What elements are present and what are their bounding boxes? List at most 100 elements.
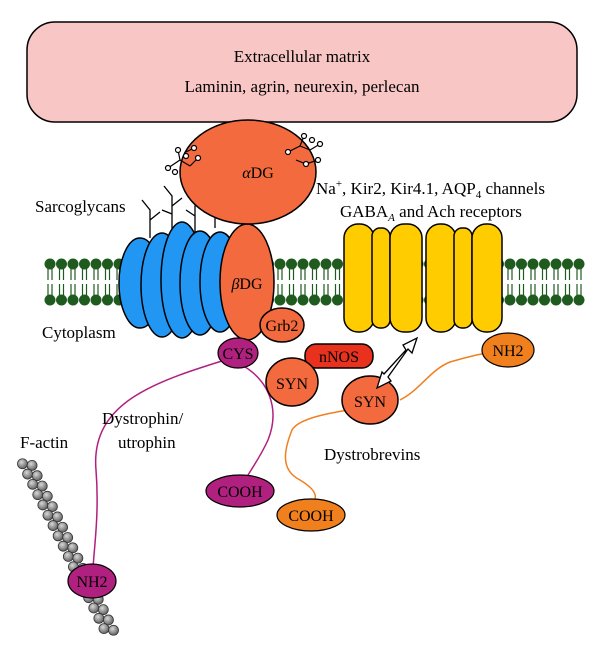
channels-label-line2: GABAA and Ach receptors <box>340 202 522 224</box>
lipid-head <box>274 258 286 270</box>
actin-bead <box>26 460 38 471</box>
cytoplasm-label: Cytoplasm <box>42 323 116 342</box>
channel-subunit-5 <box>453 227 473 329</box>
actin-bead <box>103 614 114 626</box>
lipid-head <box>562 258 573 270</box>
cooh-magenta-label: COOH <box>217 484 263 501</box>
dystrobrevins-label: Dystrobrevins <box>324 445 420 464</box>
grb2-node: Grb2 <box>259 307 305 343</box>
channel-subunit-3 <box>389 223 423 333</box>
channel-receptors <box>343 223 503 333</box>
lipid-head <box>539 294 550 306</box>
dystrophin-chain-right <box>239 363 274 487</box>
alpha-dg-label: αDG <box>242 165 274 182</box>
grb2-label: Grb2 <box>266 318 299 335</box>
f-actin-filament <box>17 458 119 636</box>
actin-bead <box>97 604 109 616</box>
cooh-orange-label: COOH <box>288 508 334 525</box>
lipid-head <box>320 294 332 306</box>
actin-bead <box>57 521 68 533</box>
lipid-head <box>550 294 562 306</box>
actin-bead <box>88 602 100 614</box>
lipid-head <box>67 258 79 270</box>
beta-dystroglycan: βDG <box>219 223 275 341</box>
nh2-orange-label: NH2 <box>492 343 523 360</box>
actin-bead <box>47 501 58 513</box>
channel-subunit-1 <box>343 223 375 333</box>
dystrophin-label-line1: Dystrophin/ <box>102 409 184 428</box>
nh2-magenta-label: NH2 <box>76 574 107 591</box>
lipid-head <box>573 294 585 306</box>
lipid-head <box>286 258 297 270</box>
ecm-title: Extracellular matrix <box>234 47 371 66</box>
lipid-head <box>274 294 286 306</box>
actin-bead <box>36 480 48 492</box>
syn-node-2: SYN <box>341 375 399 425</box>
lipid-head <box>297 294 309 306</box>
alpha-dg-shape <box>179 119 317 225</box>
nh2-magenta-node: NH2 <box>67 563 117 599</box>
dystrobrevin-chain-left <box>284 404 381 509</box>
lipid-head <box>309 294 320 306</box>
actin-bead <box>52 511 63 523</box>
lipid-head <box>102 294 113 306</box>
sarcoglycans <box>118 221 241 339</box>
lipid-head <box>527 294 539 306</box>
lipid-head <box>332 258 343 270</box>
actin-bead <box>62 532 74 543</box>
f-actin-label: F-actin <box>20 433 69 452</box>
actin-bead <box>98 623 110 634</box>
lipid-head <box>90 258 102 270</box>
lipid-head <box>56 294 67 306</box>
cys-label: CYS <box>222 346 253 363</box>
lipid-head <box>516 258 527 270</box>
channels-label-line1: Na+, Kir2, Kir4.1, AQP4 channels <box>316 178 545 201</box>
actin-bead <box>17 458 28 470</box>
lipid-head <box>90 294 102 306</box>
lipid-head <box>320 258 332 270</box>
lipid-head <box>573 258 585 270</box>
lipid-head <box>102 258 113 270</box>
sarcoglycans-label: Sarcoglycans <box>35 197 126 216</box>
lipid-head <box>516 294 527 306</box>
actin-bead <box>108 624 119 636</box>
lipid-head <box>332 294 343 306</box>
nnos-label: nNOS <box>319 349 359 366</box>
actin-bead <box>93 612 105 624</box>
actin-bead <box>52 530 64 542</box>
channel-subunit-2 <box>371 227 391 329</box>
channel-subunit-4 <box>425 223 457 333</box>
actin-bead <box>62 551 74 562</box>
alpha-dystroglycan: αDG <box>179 119 317 225</box>
cys-node: CYS <box>217 337 259 369</box>
actin-bead <box>72 552 84 564</box>
lipid-head <box>44 258 56 270</box>
channel-subunit-6 <box>471 223 503 333</box>
lipid-head <box>286 294 297 306</box>
lipid-head <box>79 294 90 306</box>
actin-bead <box>31 470 43 482</box>
nnos-node: nNOS <box>304 343 374 369</box>
lipid-head <box>56 258 67 270</box>
actin-bead <box>32 489 44 501</box>
alpha-dg-glycans <box>164 132 324 176</box>
lipid-head <box>562 294 573 306</box>
syn-node-1: SYN <box>265 357 319 407</box>
actin-bead <box>37 499 49 511</box>
cooh-magenta-node: COOH <box>205 474 275 508</box>
beta-dg-label: βDG <box>230 276 263 293</box>
lipid-head <box>550 258 562 270</box>
lipid-head <box>79 258 90 270</box>
actin-bead <box>57 540 69 552</box>
actin-bead <box>67 542 79 554</box>
lipid-head <box>297 258 309 270</box>
actin-bead <box>42 509 54 521</box>
interaction-double-arrow <box>375 336 419 390</box>
dystrophin-chain-left <box>92 355 239 577</box>
lipid-head <box>539 258 550 270</box>
actin-bead <box>41 490 53 502</box>
lipid-head <box>527 258 539 270</box>
actin-bead <box>22 468 33 480</box>
actin-bead <box>47 520 59 531</box>
